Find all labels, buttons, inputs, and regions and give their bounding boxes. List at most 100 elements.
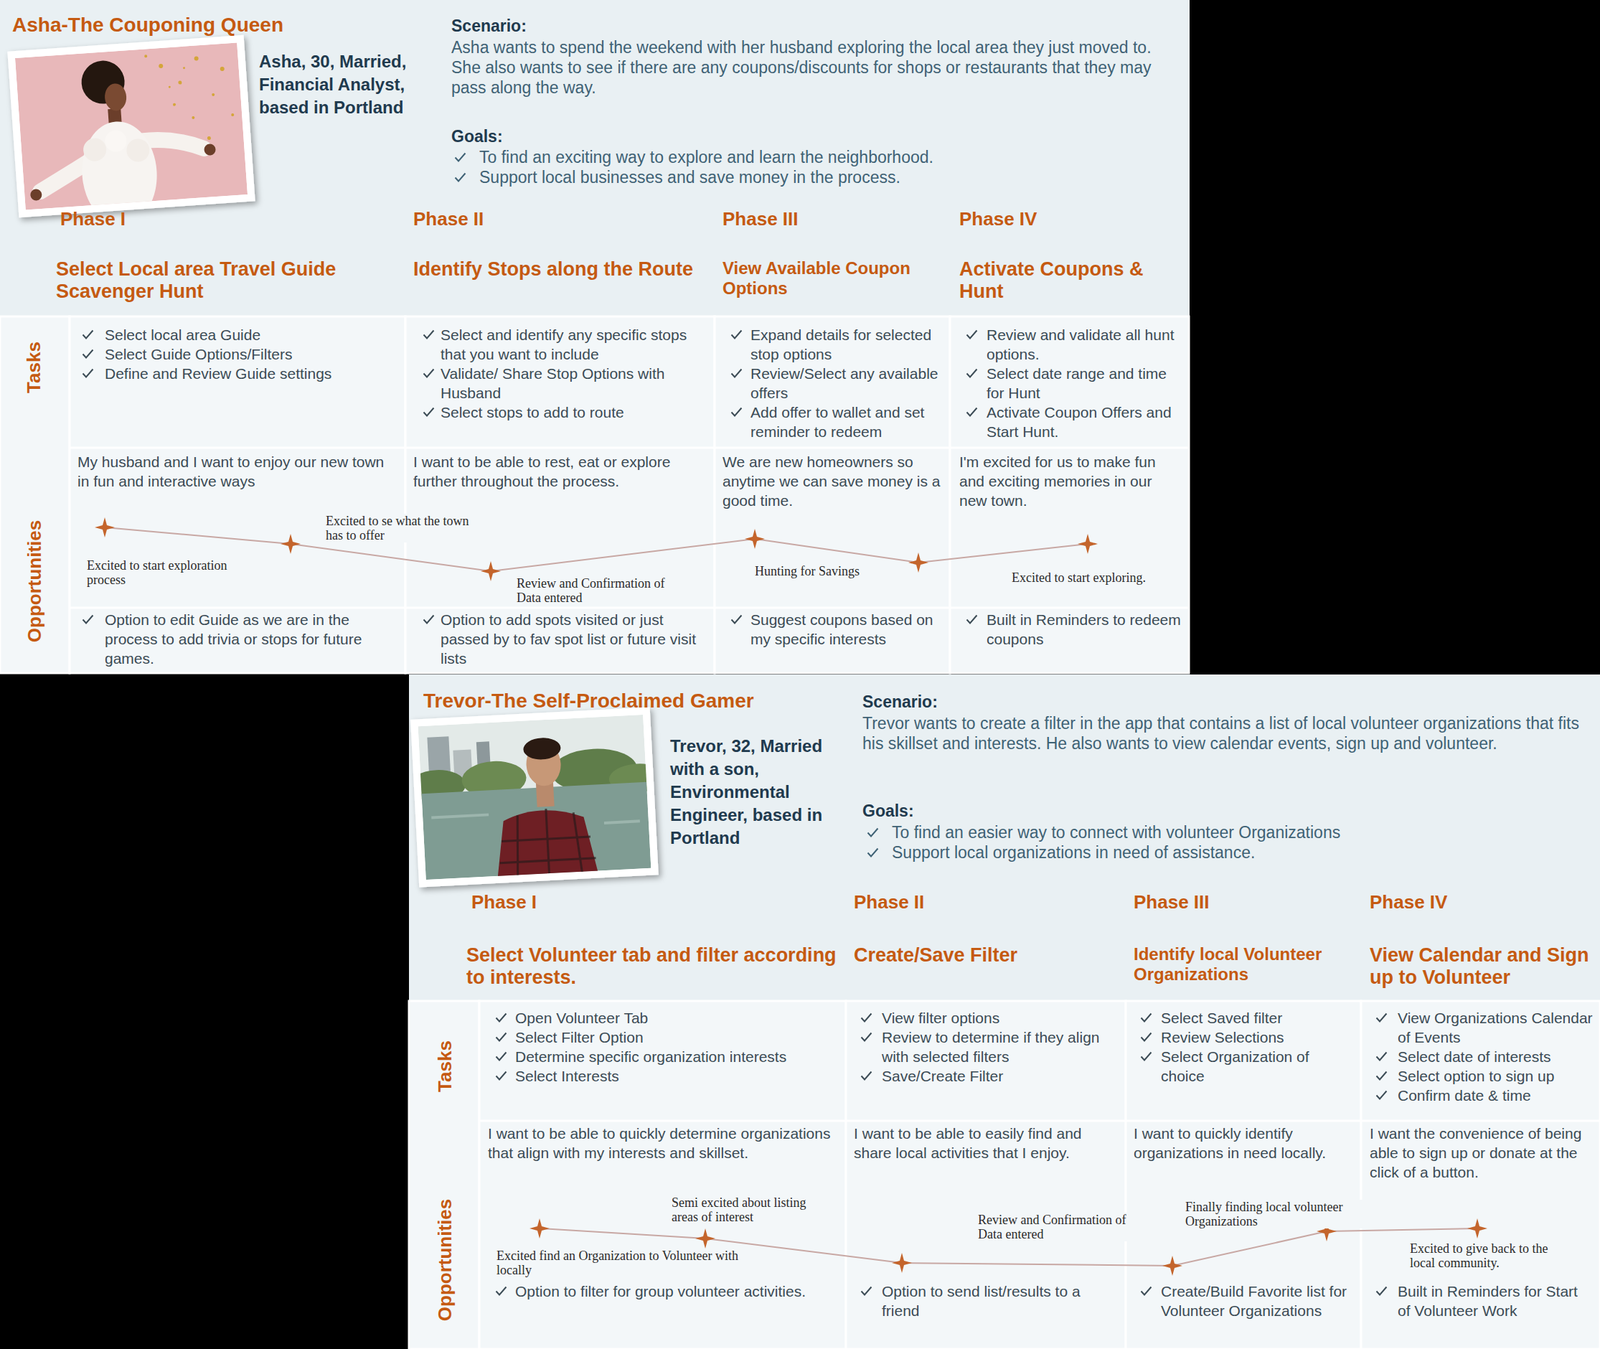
- check-mark: [495, 1070, 508, 1082]
- emotion-label: Excited find an Organization to Voluntee…: [495, 1248, 771, 1278]
- task-list: View filter optionsReview to determine i…: [845, 1008, 1126, 1086]
- check-stroke: [731, 369, 742, 378]
- opportunity-row: Option to edit Guide as we are in the pr…: [55, 609, 406, 668]
- emotion-label: Excited to start exploring.: [1010, 570, 1148, 585]
- task-row: Open Volunteer Tab: [466, 1008, 846, 1028]
- quote-text: My husband and I want to enjoy our new t…: [77, 452, 399, 491]
- task-row: Select Organization of choice: [1125, 1046, 1362, 1086]
- check-mark: [1140, 1051, 1153, 1062]
- check-stroke: [1376, 1052, 1387, 1061]
- check-mark: [860, 1031, 873, 1043]
- quote-text: I want to be able to rest, eat or explor…: [413, 452, 708, 491]
- check-stroke: [496, 1052, 507, 1061]
- check-mark: [1375, 1089, 1388, 1101]
- task-item: Review/Select any available offers: [750, 363, 945, 403]
- task-row: Validate/ Share Stop Options with Husban…: [405, 363, 715, 403]
- task-item: Select date range and time for Hunt: [986, 363, 1184, 403]
- check-stroke: [496, 1033, 507, 1042]
- check-mark: [81, 368, 94, 379]
- quote-text: I want to quickly identify organizations…: [1133, 1123, 1354, 1163]
- check-mark: [866, 827, 879, 839]
- check-mark: [1375, 1051, 1388, 1062]
- check-stroke: [1141, 1052, 1152, 1061]
- task-row: Select Interests: [466, 1066, 846, 1086]
- task-item: Validate/ Share Stop Options with Husban…: [440, 363, 709, 403]
- phase-title: Activate Coupons & Hunt: [959, 258, 1184, 303]
- task-row: Review/Select any available offers: [714, 363, 950, 403]
- check-mark: [1140, 1031, 1153, 1043]
- section-heading: Scenario:: [862, 691, 1078, 712]
- scenario-text: Trevor wants to create a filter in the a…: [862, 713, 1591, 754]
- phase-label: Phase I: [60, 208, 406, 230]
- opportunity-row: Option to send list/results to a friend: [845, 1281, 1126, 1321]
- check-mark: [730, 406, 743, 418]
- goal-item: Support local businesses and save money …: [479, 167, 1183, 188]
- task-row: View Organizations Calendar of Events: [1361, 1008, 1600, 1047]
- check-mark: [81, 329, 94, 341]
- check-mark: [422, 368, 435, 379]
- emotion-label: Review and Confirmation of Data entered: [515, 576, 684, 605]
- row-header: Opportunities: [434, 1198, 456, 1321]
- task-row: Select option to sign up: [1361, 1066, 1600, 1086]
- check-stroke: [1376, 1071, 1387, 1080]
- task-row: Review and validate all hunt options.: [949, 325, 1189, 364]
- task-item: Review Selections: [1160, 1027, 1356, 1047]
- opportunity-item: Create/Build Favorite list for Volunteer…: [1160, 1281, 1356, 1321]
- check-mark: [81, 614, 94, 625]
- task-row: Review to determine if they align with s…: [845, 1027, 1126, 1067]
- task-row: Select and identify any specific stops t…: [405, 325, 715, 364]
- task-row: Save/Create Filter: [845, 1066, 1126, 1086]
- check-stroke: [496, 1287, 507, 1296]
- check-stroke: [967, 369, 978, 378]
- opportunity-item: Built in Reminders for Start of Voluntee…: [1397, 1281, 1595, 1321]
- quote-text: I want the convenience of being able to …: [1369, 1123, 1593, 1182]
- section-heading: Scenario:: [451, 15, 667, 36]
- check-mark: [495, 1051, 508, 1062]
- check-stroke: [83, 615, 94, 624]
- phase-label: Phase III: [1133, 891, 1362, 913]
- persona-photo: [7, 35, 257, 232]
- check-stroke: [1376, 1013, 1387, 1022]
- task-row: View filter options: [845, 1008, 1126, 1028]
- opportunity-row: Option to add spots visited or just pass…: [405, 609, 715, 668]
- task-row: Select Saved filter: [1125, 1008, 1362, 1028]
- row-header: Opportunities: [23, 520, 46, 643]
- task-item: Review and validate all hunt options.: [986, 325, 1184, 364]
- check-mark: [965, 368, 978, 379]
- quote-text: I want to be able to easily find and sha…: [853, 1123, 1119, 1163]
- check-stroke: [496, 1071, 507, 1080]
- task-list: Review and validate all hunt options.Sel…: [949, 325, 1189, 442]
- check-stroke: [424, 408, 435, 417]
- check-mark: [730, 368, 743, 379]
- check-mark: [454, 172, 467, 183]
- task-row: Expand details for selected stop options: [714, 325, 950, 364]
- check-mark: [965, 614, 978, 625]
- check-mark: [454, 152, 467, 163]
- task-item: Define and Review Guide settings: [104, 363, 400, 384]
- task-item: Add offer to wallet and set reminder to …: [750, 402, 945, 442]
- persona-info: Asha, 30, Married, Financial Analyst, ba…: [259, 50, 435, 120]
- check-stroke: [1141, 1033, 1152, 1042]
- opportunity-row: Built in Reminders to redeem coupons: [949, 609, 1189, 649]
- task-row: Select date of interests: [1361, 1046, 1600, 1067]
- emotion-label: Finally finding local volunteer Organiza…: [1183, 1199, 1374, 1229]
- check-mark: [495, 1031, 508, 1043]
- phase-title: Identify local Volunteer Organizations: [1133, 944, 1356, 985]
- task-row: Review Selections: [1125, 1027, 1362, 1047]
- phase-column: Phase IVActivate Coupons & HuntReview an…: [949, 208, 1189, 674]
- task-item: Activate Coupon Offers and Start Hunt.: [986, 402, 1184, 442]
- check-stroke: [967, 330, 978, 339]
- task-row: Select local area Guide: [55, 325, 406, 345]
- check-mark: [495, 1012, 508, 1024]
- check-mark: [860, 1285, 873, 1297]
- check-mark: [1375, 1070, 1388, 1082]
- opportunity-item: Built in Reminders to redeem coupons: [986, 609, 1184, 649]
- task-list: Select local area GuideSelect Guide Opti…: [55, 325, 406, 384]
- persona-title: Trevor-The Self-Proclaimed Gamer: [423, 688, 926, 714]
- opportunity-item: Option to filter for group volunteer act…: [515, 1281, 841, 1301]
- phase-title: Create/Save Filter: [853, 944, 1120, 967]
- task-item: Select Guide Options/Filters: [104, 344, 400, 364]
- check-stroke: [861, 1013, 872, 1022]
- check-mark: [965, 329, 978, 341]
- task-item: Select option to sign up: [1397, 1066, 1595, 1086]
